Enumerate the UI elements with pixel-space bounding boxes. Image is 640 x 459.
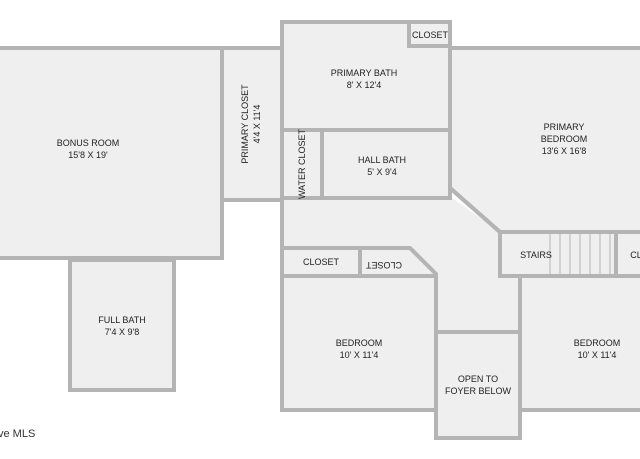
hall-bath-name: HALL BATH xyxy=(358,155,406,165)
bonus-room-dims: 15'8 X 19' xyxy=(68,150,108,160)
full-bath-dims: 7'4 X 9'8 xyxy=(105,327,139,337)
bonus-room-name: BONUS ROOM xyxy=(57,138,120,148)
edge-closet: CL xyxy=(614,230,640,278)
full-bath: FULL BATH 7'4 X 9'8 xyxy=(68,258,176,392)
watermark: ve MLS xyxy=(0,428,36,440)
water-closet: WATER CLOSET xyxy=(280,128,324,200)
stairs: STAIRS xyxy=(498,230,618,278)
primary-closet-dims: 4'4 X 11'4 xyxy=(252,105,262,144)
bedroom-1-dims: 10' X 11'4 xyxy=(340,350,379,360)
bath-closet: CLOSET xyxy=(407,20,452,48)
edge-closet-name: CL xyxy=(630,250,640,260)
stairs-name: STAIRS xyxy=(520,250,552,260)
primary-closet: PRIMARY CLOSET 4'4 X 11'4 xyxy=(220,46,284,202)
bath-closet-name: CLOSET xyxy=(412,30,449,40)
diagonal-wall xyxy=(448,186,502,234)
primary-bedroom-name: PRIMARY xyxy=(544,122,585,132)
hall-bath: HALL BATH 5' X 9'4 xyxy=(320,128,452,200)
primary-bedroom: PRIMARY BEDROOM 13'6 X 16'8 xyxy=(448,46,640,234)
primary-bedroom-name-2: BEDROOM xyxy=(541,134,588,144)
hall-closet-1-name: CLOSET xyxy=(303,257,340,267)
primary-bedroom-dims: 13'6 X 16'8 xyxy=(542,146,586,156)
open-foyer-line-1: OPEN TO xyxy=(458,374,498,384)
open-to-foyer: OPEN TO FOYER BELOW xyxy=(434,330,522,440)
hall-bath-dims: 5' X 9'4 xyxy=(367,167,396,177)
bonus-room: BONUS ROOM 15'8 X 19' xyxy=(0,46,224,260)
bedroom-2-dims: 10' X 11'4 xyxy=(578,350,617,360)
bedroom-1-name: BEDROOM xyxy=(336,338,383,348)
bedroom-2-name: BEDROOM xyxy=(574,338,621,348)
full-bath-name: FULL BATH xyxy=(98,315,146,325)
primary-closet-name: PRIMARY CLOSET xyxy=(240,84,250,164)
hall-closet-2-name: CLOSET xyxy=(365,260,402,270)
primary-bath-name: PRIMARY BATH xyxy=(331,68,398,78)
primary-bath-dims: 8' X 12'4 xyxy=(347,80,381,90)
bedroom-1: BEDROOM 10' X 11'4 xyxy=(280,274,438,412)
hall-closet-1: CLOSET xyxy=(280,246,362,278)
hallway-floor xyxy=(282,198,640,332)
open-foyer-line-2: FOYER BELOW xyxy=(445,386,512,396)
water-closet-name: WATER CLOSET xyxy=(297,129,307,200)
bedroom-2: BEDROOM 10' X 11'4 xyxy=(518,274,640,412)
